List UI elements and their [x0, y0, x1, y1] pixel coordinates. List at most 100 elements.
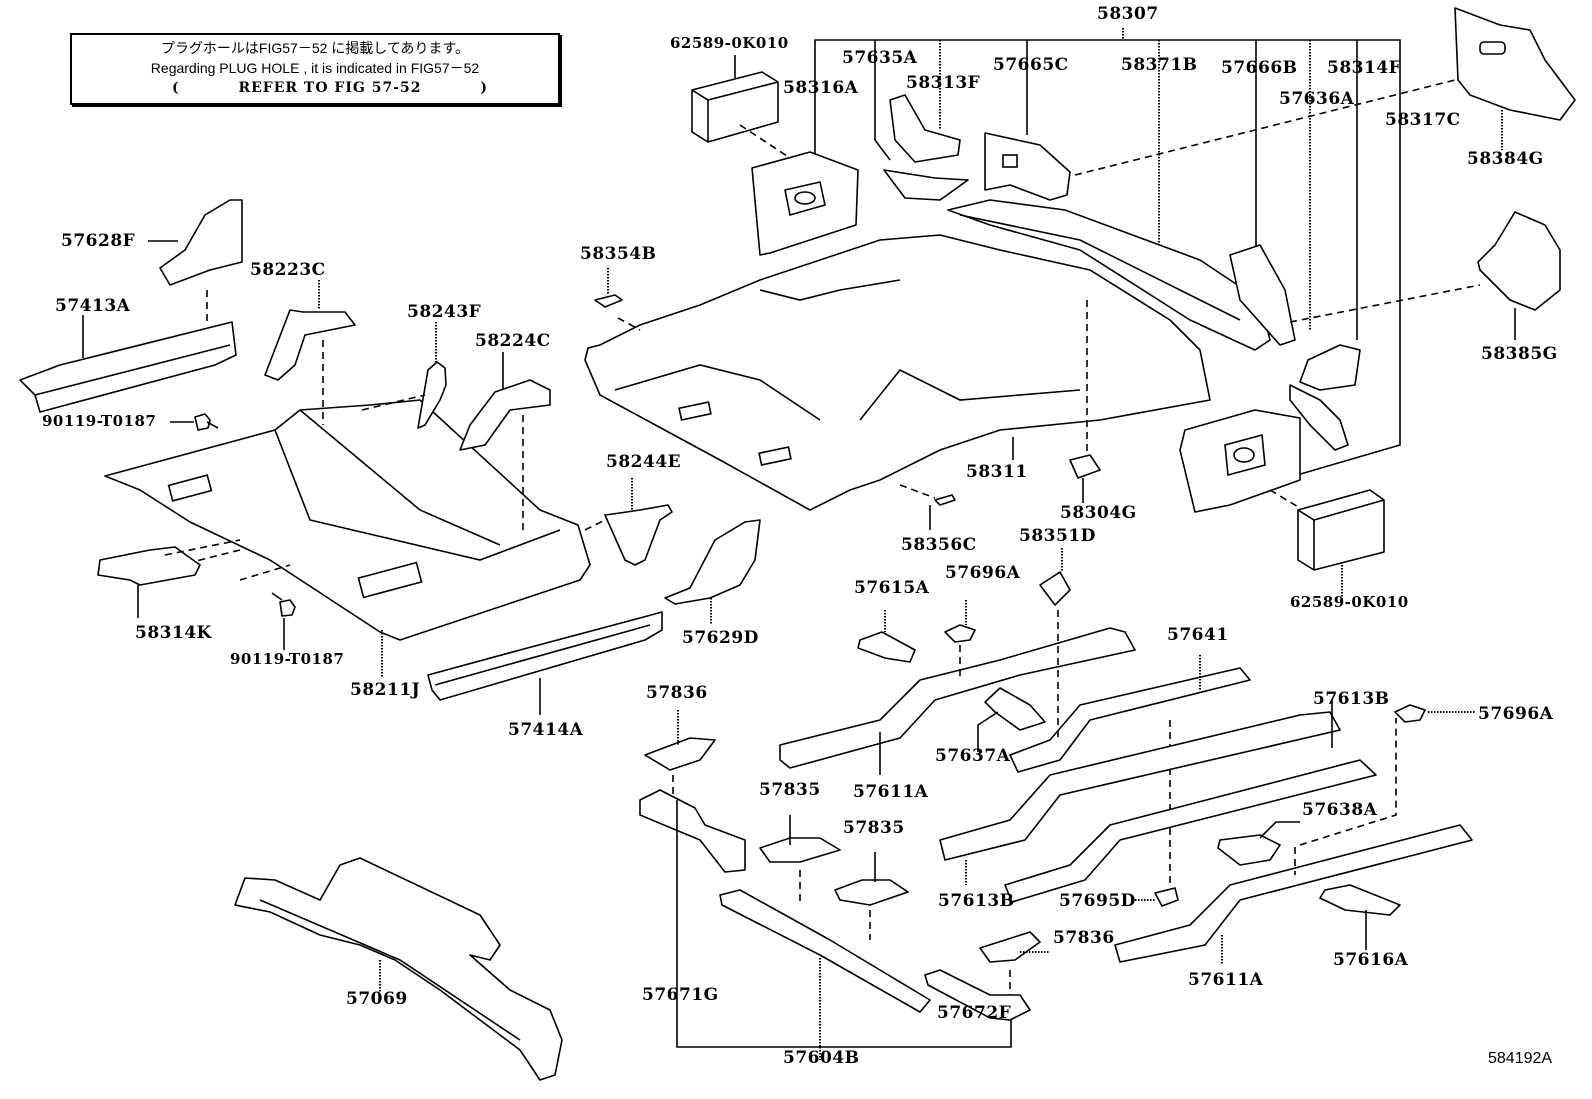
part-label[interactable]: 58371B — [1121, 55, 1198, 75]
bracket-57666B-drawing — [1229, 244, 1296, 346]
bracket-57835-b-drawing — [834, 852, 909, 940]
bracket-57665C-drawing — [984, 132, 1071, 201]
part-label[interactable]: 57696A — [945, 563, 1021, 583]
part-label[interactable]: 57666B — [1221, 58, 1298, 78]
part-label[interactable]: 58351D — [1019, 526, 1096, 546]
bracket-58313F-drawing — [874, 60, 969, 201]
member-57672F-drawing — [924, 969, 1031, 1021]
part-label[interactable]: 57611A — [1188, 970, 1264, 990]
bracket-58223C-drawing — [264, 280, 356, 425]
bracket-58316A-drawing — [751, 151, 859, 256]
bracket-57636A-drawing — [1289, 384, 1349, 451]
part-label[interactable]: 58314F — [1327, 58, 1402, 78]
frame-rail-57613B-drawing — [939, 700, 1377, 903]
part-label[interactable]: 58385G — [1481, 344, 1558, 364]
bracket-58224C-drawing — [459, 352, 551, 530]
part-label[interactable]: 57628F — [61, 231, 136, 251]
front-floor-58211J-drawing — [104, 399, 591, 678]
rear-floor-58311-drawing — [584, 234, 1211, 511]
clip-58356C-drawing — [899, 484, 956, 530]
note-refer-line: ( REFER TO FIG 57-52 ) — [72, 78, 558, 98]
part-label[interactable]: 58313F — [906, 73, 981, 93]
bracket-57637A-drawing — [977, 687, 1046, 752]
part-label[interactable]: 57629D — [682, 628, 759, 648]
rocker-57414A-drawing — [427, 611, 663, 715]
member-57671G-drawing — [639, 789, 746, 873]
part-label[interactable]: 57616A — [1333, 950, 1409, 970]
part-label[interactable]: 58384G — [1467, 149, 1544, 169]
bracket-57835-a-drawing — [759, 815, 841, 905]
ref-open-paren: ( — [172, 80, 180, 96]
foam-block-bottom-drawing — [1269, 489, 1385, 598]
part-label[interactable]: 57672F — [937, 1003, 1012, 1023]
part-label[interactable]: 57641 — [1167, 625, 1229, 645]
bracket-58317C-drawing — [1179, 409, 1301, 513]
figure-number: 584192A — [1488, 1050, 1553, 1067]
part-label[interactable]: 58223C — [250, 260, 326, 280]
bracket-57836-bottom-drawing — [979, 931, 1050, 1000]
part-label[interactable]: 58316A — [783, 78, 859, 98]
part-label[interactable]: 57665C — [993, 55, 1069, 75]
part-label[interactable]: 57836 — [1053, 928, 1115, 948]
part-label[interactable]: 57671G — [642, 985, 719, 1005]
part-label[interactable]: 57835 — [843, 818, 905, 838]
part-label[interactable]: 57695D — [1059, 891, 1136, 911]
part-label[interactable]: 57613B — [938, 891, 1015, 911]
part-label[interactable]: 62589-0K010 — [670, 34, 789, 52]
part-label[interactable]: 57414A — [508, 720, 584, 740]
part-label[interactable]: 58317C — [1385, 110, 1461, 130]
bracket-58314F-drawing — [1299, 344, 1361, 391]
bolt-90119-top-drawing — [170, 413, 219, 431]
part-label[interactable]: 90119-T0187 — [42, 412, 157, 430]
part-label[interactable]: 57636A — [1279, 89, 1355, 109]
part-label[interactable]: 57413A — [55, 296, 131, 316]
plug-hole-note: プラグホールはFIG57－52 に掲載してあります。 Regarding PLU… — [70, 33, 560, 105]
part-label[interactable]: 57604B — [783, 1048, 860, 1068]
bracket-57638A-drawing — [1217, 821, 1300, 866]
part-label[interactable]: 58356C — [901, 535, 977, 555]
part-label[interactable]: 57835 — [759, 780, 821, 800]
part-label[interactable]: 58311 — [966, 462, 1028, 482]
bracket-58244E-drawing — [584, 478, 673, 566]
clip-57696A-left-drawing — [944, 600, 976, 680]
part-label[interactable]: 57615A — [854, 578, 930, 598]
member-57604B-drawing — [719, 889, 931, 1047]
pillar-57628F-drawing — [148, 199, 243, 322]
part-label[interactable]: 58304G — [1060, 503, 1137, 523]
part-label[interactable]: 57069 — [346, 989, 408, 1009]
clip-58304G-drawing — [1069, 300, 1101, 503]
bracket-57616A-drawing — [1319, 884, 1401, 950]
crossmember-57069-drawing — [234, 857, 563, 1081]
bracket-58314K-drawing — [97, 539, 241, 618]
part-label[interactable]: 58307 — [1097, 4, 1159, 24]
part-label[interactable]: 58243F — [407, 302, 482, 322]
group-bracket-57604B — [676, 800, 1012, 1048]
part-label[interactable]: 57638A — [1302, 800, 1378, 820]
refer-to-fig-link[interactable]: REFER TO FIG 57-52 — [238, 80, 422, 96]
note-english-text: Regarding PLUG HOLE , it is indicated in… — [150, 60, 480, 76]
part-label[interactable]: 58224C — [475, 331, 551, 351]
part-label[interactable]: 57611A — [853, 782, 929, 802]
pillar-57629D-drawing — [664, 519, 761, 625]
bracket-57615A-drawing — [857, 610, 916, 663]
part-label[interactable]: 58354B — [580, 244, 657, 264]
frame-rail-57611A-left-drawing — [779, 627, 1136, 775]
clip-57695D-drawing — [1132, 887, 1179, 907]
part-label[interactable]: 62589-0K010 — [1290, 593, 1409, 611]
part-label[interactable]: 58314K — [135, 623, 212, 643]
rocker-57413A-drawing — [19, 315, 237, 413]
part-label[interactable]: 57696A — [1478, 704, 1554, 724]
part-label[interactable]: 58244E — [606, 452, 682, 472]
bracket-58351D-drawing — [1039, 548, 1071, 606]
clip-58354B-drawing — [594, 268, 641, 331]
part-label[interactable]: 57836 — [646, 683, 708, 703]
part-label[interactable]: 90119-T0187 — [230, 650, 345, 668]
part-label[interactable]: 57637A — [935, 746, 1011, 766]
part-label[interactable]: 58211J — [350, 680, 421, 700]
assembly-bracket-58307 — [814, 28, 1401, 481]
bracket-58243F-drawing — [361, 322, 447, 429]
part-label[interactable]: 57613B — [1313, 689, 1390, 709]
part-label[interactable]: 57635A — [842, 48, 918, 68]
bolt-90119-bottom-drawing — [271, 592, 296, 650]
